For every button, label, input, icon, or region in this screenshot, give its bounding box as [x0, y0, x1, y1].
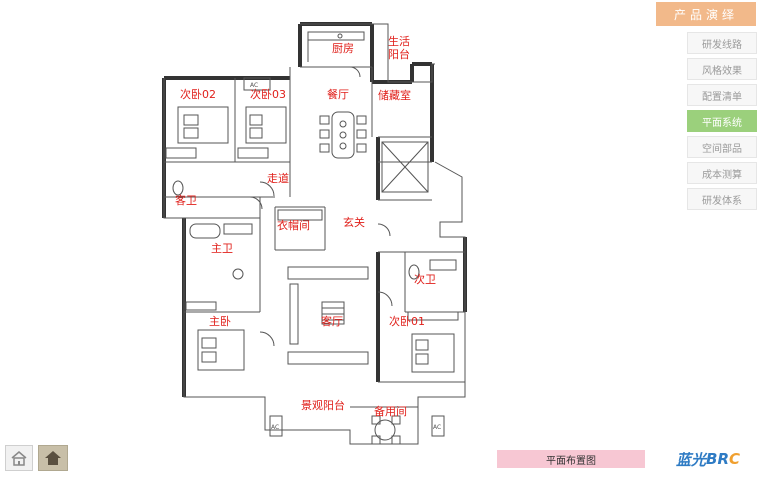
brand-suffix: BR [706, 450, 729, 468]
house-up-icon [45, 451, 61, 465]
nav-item-style-effect[interactable]: 风格效果 [687, 58, 757, 80]
ac-label-utility: AC [433, 424, 441, 431]
room-label-service-balcony-2: 阳台 [388, 47, 410, 61]
ac-label-top: AC [250, 82, 258, 89]
room-label-bedroom01: 次卧01 [389, 314, 425, 328]
room-label-bedroom02: 次卧02 [180, 87, 216, 101]
room-label-master-bedroom: 主卧 [209, 315, 231, 328]
nav-item-config-list[interactable]: 配置清单 [687, 84, 757, 106]
brand-main: 蓝光 [676, 450, 707, 469]
home-button[interactable] [5, 445, 33, 471]
room-label-service-balcony-1: 生活 [388, 34, 410, 48]
ac-label-balcony: AC [271, 424, 279, 431]
room-label-utility: 备用间 [374, 404, 407, 418]
room-label-corridor: 走道 [267, 171, 289, 185]
room-label-kitchen: 厨房 [332, 42, 354, 55]
home-icon [11, 451, 27, 466]
room-label-bedroom03: 次卧03 [250, 87, 286, 101]
nav-item-research-line[interactable]: 研发线路 [687, 32, 757, 54]
room-label-guest-bath: 客卫 [175, 193, 197, 207]
nav-item-research-system[interactable]: 研发体系 [687, 188, 757, 210]
brand-accent: C [729, 450, 741, 468]
up-level-button[interactable] [38, 445, 68, 471]
room-label-living: 客厅 [321, 314, 343, 328]
room-label-foyer: 玄关 [343, 215, 365, 229]
nav-item-cost-estimate[interactable]: 成本测算 [687, 162, 757, 184]
room-label-dining: 餐厅 [327, 87, 349, 101]
room-label-cloakroom: 衣帽间 [277, 218, 310, 232]
floor-plan: AC AC AC 厨房 生活 阳台 次卧02 次卧03 餐厅 储藏室 走道 客卫… [162, 22, 467, 445]
nav-header[interactable]: 产品演绎 [656, 2, 756, 26]
nav-list: 研发线路 风格效果 配置清单 平面系统 空间部品 成本测算 研发体系 [687, 28, 757, 210]
nav-item-floor-system[interactable]: 平面系统 [687, 110, 757, 132]
brand-logo: 蓝光 BR C [676, 448, 740, 470]
room-label-balcony: 景观阳台 [301, 398, 345, 412]
room-label-second-bath: 次卫 [414, 272, 436, 286]
room-label-master-bath: 主卫 [211, 242, 233, 255]
room-label-storage: 储藏室 [378, 88, 411, 102]
plan-caption: 平面布置图 [497, 450, 645, 468]
nav-item-space-parts[interactable]: 空间部品 [687, 136, 757, 158]
